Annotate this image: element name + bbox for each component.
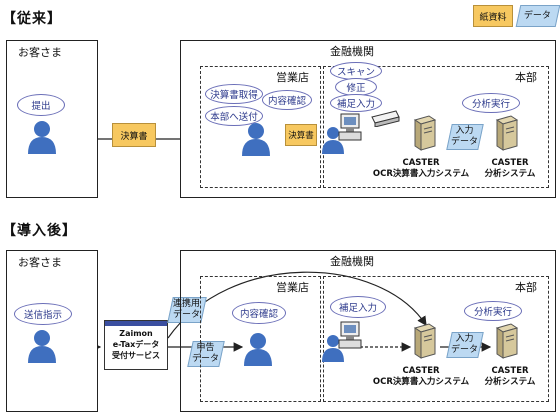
after-customer-action: 送信指示 (14, 303, 72, 325)
before-bank-title: 金融機関 (330, 45, 374, 58)
before-input-data: 入力 データ (446, 124, 484, 150)
person-icon (28, 121, 56, 154)
before-doc: 決算書 (112, 123, 156, 147)
before-branch-doc: 決算書 (285, 124, 317, 146)
before-input-data-label: 入力 データ (451, 126, 479, 147)
before-caster-ocr-name: CASTER (402, 158, 440, 168)
before-caster-ocr-system: OCR決算書入力システム (372, 169, 470, 179)
computer-icon (338, 321, 362, 349)
legend-doc: 紙資料 (473, 5, 513, 27)
before-caster-analysis: CASTER 分析システム (475, 158, 545, 180)
after-hq-task: 補足入力 (330, 296, 386, 318)
server-icon (495, 115, 519, 151)
computer-icon (338, 113, 362, 141)
after-customer-title: お客さま (18, 256, 62, 269)
after-title: 【導入後】 (2, 223, 77, 239)
after-caster-ocr: CASTER OCR決算書入力システム (365, 366, 477, 388)
after-branch-task: 内容確認 (232, 302, 286, 324)
server-icon (413, 323, 437, 359)
after-caster-ocr-name: CASTER (402, 366, 440, 376)
before-caster-analysis-system: 分析システム (484, 169, 536, 179)
zaimon-line1: Zaimon (119, 329, 153, 338)
zaimon-line2: e-Taxデータ (112, 340, 160, 349)
after-caster-analysis-name: CASTER (491, 366, 529, 376)
window-titlebar (105, 321, 167, 326)
scanner-icon (371, 110, 400, 127)
after-hq-analysis: 分析実行 (464, 301, 522, 321)
after-input-data-label: 入力 データ (451, 334, 479, 355)
zaimon-service: Zaimon e-Taxデータ 受付サービス (104, 320, 168, 370)
after-input-data: 入力 データ (446, 332, 484, 358)
before-branch-doc-label: 決算書 (288, 131, 314, 141)
after-caster-analysis-system: 分析システム (484, 377, 536, 387)
legend-doc-label: 紙資料 (479, 12, 507, 23)
after-caster-ocr-system: OCR決算書入力システム (372, 377, 470, 387)
person-icon (28, 330, 56, 363)
after-customer-box (6, 250, 98, 412)
before-branch-task-2: 内容確認 (262, 90, 312, 110)
person-icon (244, 333, 272, 366)
before-hq-task-3: 補足入力 (330, 94, 382, 112)
before-customer-title: お客さま (18, 46, 62, 59)
after-hq-title: 本部 (515, 281, 537, 294)
legend-data: データ (515, 5, 560, 27)
before-hq-analysis: 分析実行 (462, 93, 520, 113)
before-caster-ocr: CASTER OCR決算書入力システム (365, 158, 477, 180)
server-icon (495, 323, 519, 359)
after-hq-box (323, 276, 549, 402)
before-caster-analysis-name: CASTER (491, 158, 529, 168)
server-icon (413, 115, 437, 151)
person-icon (322, 335, 344, 362)
zaimon-line3: 受付サービス (112, 351, 160, 360)
person-icon (242, 123, 270, 156)
person-icon (322, 127, 344, 154)
before-hq-box (323, 66, 549, 188)
before-customer-action: 提出 (17, 94, 65, 116)
after-bank-box (180, 250, 556, 412)
before-branch-task-3: 本部へ送付 (205, 106, 263, 126)
before-customer-box (6, 40, 98, 198)
before-doc-label: 決算書 (120, 131, 148, 142)
after-caster-analysis: CASTER 分析システム (475, 366, 545, 388)
after-branch-box (200, 276, 321, 402)
before-branch-task-1: 決算書取得 (205, 84, 263, 104)
before-hq-title: 本部 (515, 71, 537, 84)
before-title: 【従来】 (2, 11, 62, 27)
after-bank-title: 金融機関 (330, 255, 374, 268)
before-branch-box (200, 66, 321, 188)
legend-data-label: データ (524, 10, 552, 21)
after-branch-title: 営業店 (276, 281, 309, 294)
before-branch-title: 営業店 (276, 71, 309, 84)
